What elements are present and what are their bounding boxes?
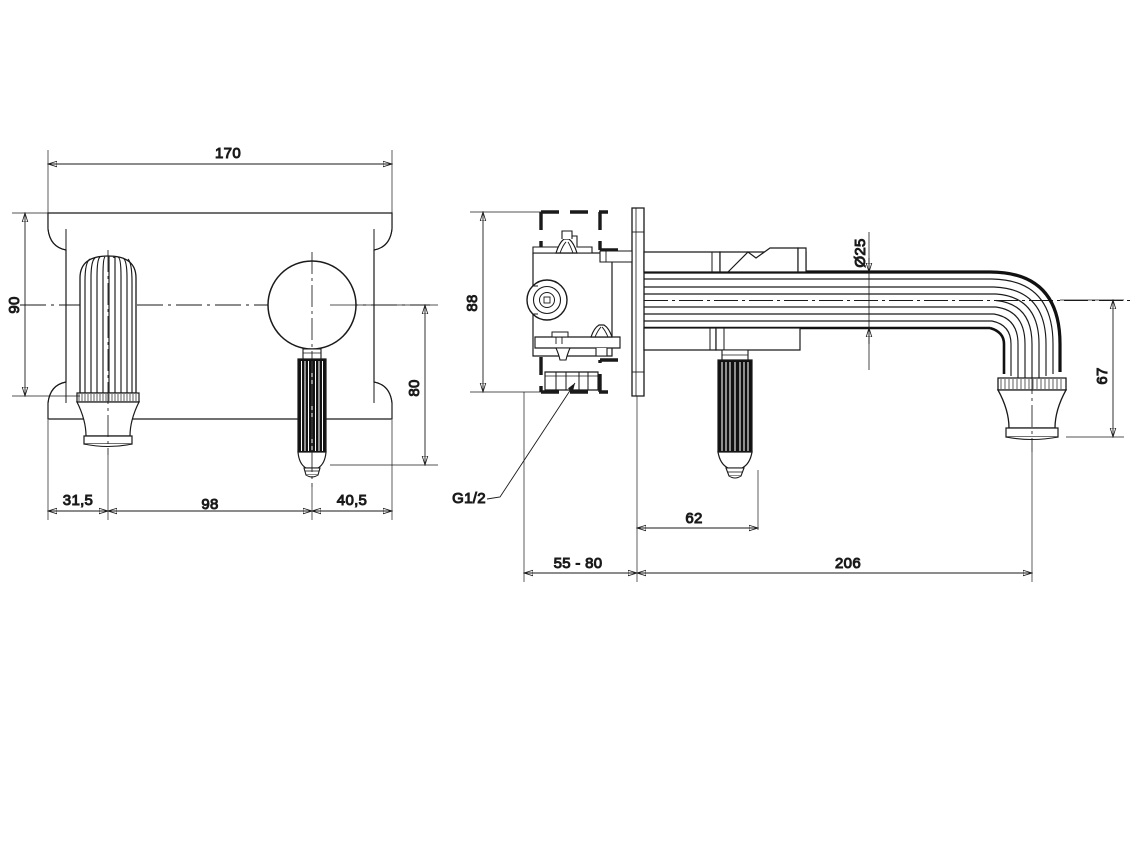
- dimension-40-5-label: 40,5: [337, 492, 367, 509]
- dimension-80-label: 80: [406, 379, 423, 396]
- dimension-chain-bottom-front: 31,5 98 40,5: [48, 420, 392, 520]
- dimension-31-5-label: 31,5: [63, 492, 93, 509]
- dimension-88: 88: [463, 212, 545, 392]
- left-handle: [76, 250, 140, 455]
- side-view: 88 Ø25 67 G1/2 62: [452, 207, 1130, 582]
- annotation-g12-label: G1/2: [452, 490, 486, 507]
- dimension-chain-bottom-side: 55 - 80 206: [524, 392, 1032, 582]
- dimension-62-label: 62: [685, 510, 702, 527]
- dimension-88-label: 88: [464, 294, 481, 311]
- dimension-80: 80: [330, 305, 438, 465]
- dimension-170-label: 170: [215, 145, 241, 162]
- front-view: 170 90 80 31,5 98 40,5: [5, 144, 438, 520]
- dimension-90: 90: [5, 213, 80, 396]
- dimension-55-80-label: 55 - 80: [554, 555, 603, 572]
- spout: [643, 247, 1130, 452]
- right-handle: [267, 252, 357, 487]
- dimension-d25: Ø25: [851, 232, 869, 370]
- dimension-90-label: 90: [6, 296, 23, 313]
- dimension-67: 67: [1060, 300, 1124, 437]
- dimension-d25-label: Ø25: [852, 238, 869, 267]
- dimension-62: 62: [637, 396, 758, 530]
- dimension-98-label: 98: [201, 496, 218, 513]
- dimension-170: 170: [48, 144, 392, 218]
- dimension-67-label: 67: [1094, 367, 1111, 384]
- side-view-handle: [717, 349, 753, 479]
- dimension-206-label: 206: [835, 555, 861, 572]
- annotation-g12: G1/2: [452, 382, 576, 507]
- wall-flange: [631, 207, 645, 397]
- concealed-valve-body: [526, 230, 633, 391]
